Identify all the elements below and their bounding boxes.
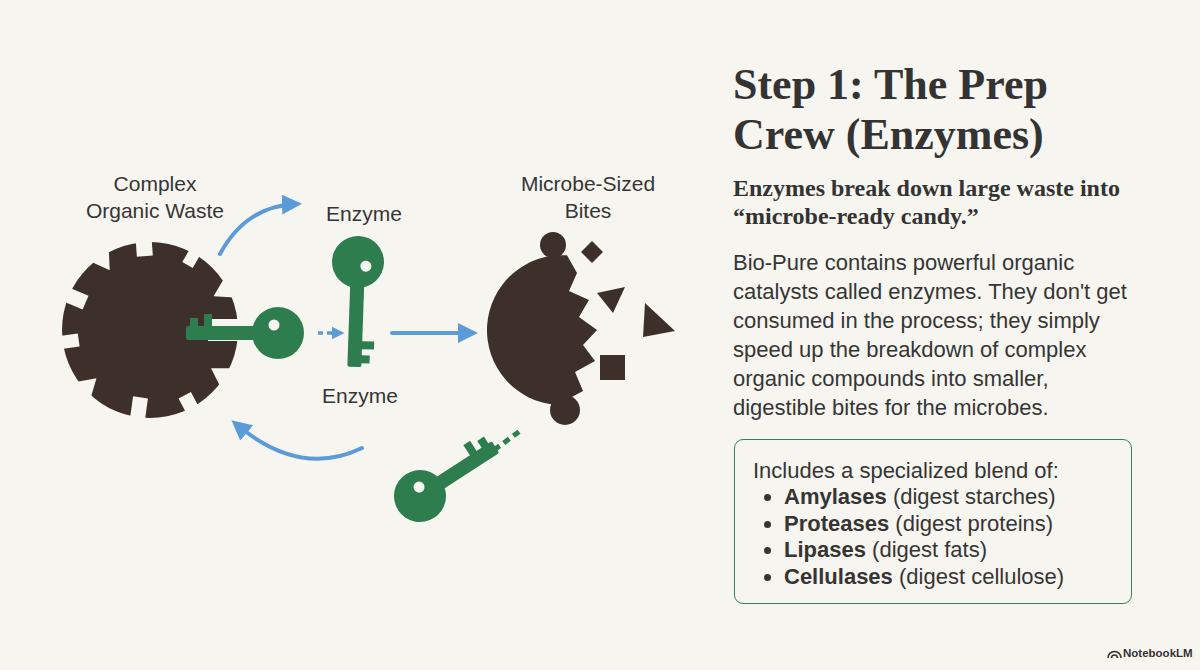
waste-notch xyxy=(208,278,234,306)
key-head xyxy=(252,307,304,359)
ingredient-item: Proteases(digest proteins) xyxy=(784,511,1113,538)
key-head xyxy=(384,460,456,532)
watermark-icon xyxy=(1108,652,1121,659)
waste-notch xyxy=(76,370,104,398)
enzyme-key-outline xyxy=(330,232,390,372)
ingredient-item: Cellulases(digest cellulose) xyxy=(784,564,1113,591)
notch-cut xyxy=(62,287,88,309)
key-tooth xyxy=(190,318,198,327)
release-arrow xyxy=(318,331,338,335)
waste-notch xyxy=(58,334,80,350)
ingredient-description: (digest proteins) xyxy=(895,511,1053,536)
waste-fragment xyxy=(600,355,625,380)
enzyme-key xyxy=(384,425,510,532)
key-tooth xyxy=(463,441,477,456)
ingredient-list: Amylases(digest starches)Proteases(diges… xyxy=(753,484,1113,590)
waste-notch xyxy=(179,392,200,414)
key-tooth xyxy=(361,341,374,349)
watermark: NotebookLM xyxy=(1123,646,1195,660)
notch-cut xyxy=(130,396,148,422)
notch-cut xyxy=(179,392,200,414)
key-hole xyxy=(269,320,280,331)
notch-cut xyxy=(136,238,153,257)
waste-fragment xyxy=(597,287,625,313)
notch-cut xyxy=(208,278,234,306)
notch-cut xyxy=(91,249,119,276)
key-hole xyxy=(411,480,426,495)
key-tooth xyxy=(477,437,489,449)
subtitle: Enzymes break down large waste into “mic… xyxy=(733,174,1143,230)
notch-cut xyxy=(205,359,232,387)
ingredient-item: Lipases(digest fats) xyxy=(784,537,1113,564)
ingredient-name: Lipases xyxy=(784,537,866,562)
ingredient-description: (digest starches) xyxy=(893,484,1056,509)
icon-arc xyxy=(1108,652,1121,659)
icon-arc xyxy=(1112,655,1118,658)
key-hole xyxy=(360,261,371,272)
ingredient-name: Proteases xyxy=(784,511,889,536)
waste-fragment xyxy=(581,241,603,263)
flow-arrow xyxy=(392,331,472,335)
ingredient-description: (digest cellulose) xyxy=(899,564,1064,589)
waste-fragment xyxy=(540,232,566,258)
body-text: Bio-Pure contains powerful organic catal… xyxy=(733,248,1138,422)
bites-shape-outline xyxy=(485,255,635,405)
enzyme-key: Enzyme xyxy=(330,232,390,372)
node-heading: Enzyme xyxy=(300,382,420,409)
notch-cut xyxy=(58,334,80,350)
waste-notch xyxy=(182,247,201,268)
bites-shape: Microbe-Sized Bites xyxy=(485,255,635,405)
node-label: Enzyme xyxy=(300,382,420,409)
waste-notch xyxy=(130,396,148,422)
key-head xyxy=(331,235,385,289)
key-tooth xyxy=(360,355,369,363)
enzyme-key xyxy=(186,307,304,359)
waste-fragment xyxy=(550,395,580,425)
key-symbol xyxy=(328,235,385,368)
waste-notch xyxy=(136,238,153,257)
ingredient-name: Amylases xyxy=(784,484,887,509)
ingredient-description: (digest fats) xyxy=(872,537,987,562)
waste-notch xyxy=(205,359,232,387)
title: Step 1: The Prep Crew (Enzymes) xyxy=(733,60,1133,160)
ingredient-item: Amylases(digest starches) xyxy=(784,484,1113,511)
key-tooth xyxy=(204,314,212,327)
node-label: Microbe-Sized Bites xyxy=(513,170,663,224)
ingredient-name: Cellulases xyxy=(784,564,893,589)
box-intro: Includes a specialized blend of: xyxy=(753,457,1113,484)
notch-cut xyxy=(76,370,104,398)
node-label: Complex Organic Waste xyxy=(80,170,230,224)
waste-fragment xyxy=(643,303,675,337)
notch-cut xyxy=(182,247,201,268)
key-trail xyxy=(494,431,520,450)
enzyme-label: Enzyme xyxy=(314,200,414,227)
node-heading: Complex Organic Waste xyxy=(80,170,230,224)
node-heading: Microbe-Sized Bites xyxy=(513,170,663,224)
cycle-arrow xyxy=(220,204,296,254)
return-arrow xyxy=(236,424,362,459)
waste-notch xyxy=(91,249,119,276)
bites-body xyxy=(487,255,597,405)
ingredient-box: Includes a specialized blend of:Amylases… xyxy=(734,439,1132,604)
waste-notch xyxy=(62,287,88,309)
